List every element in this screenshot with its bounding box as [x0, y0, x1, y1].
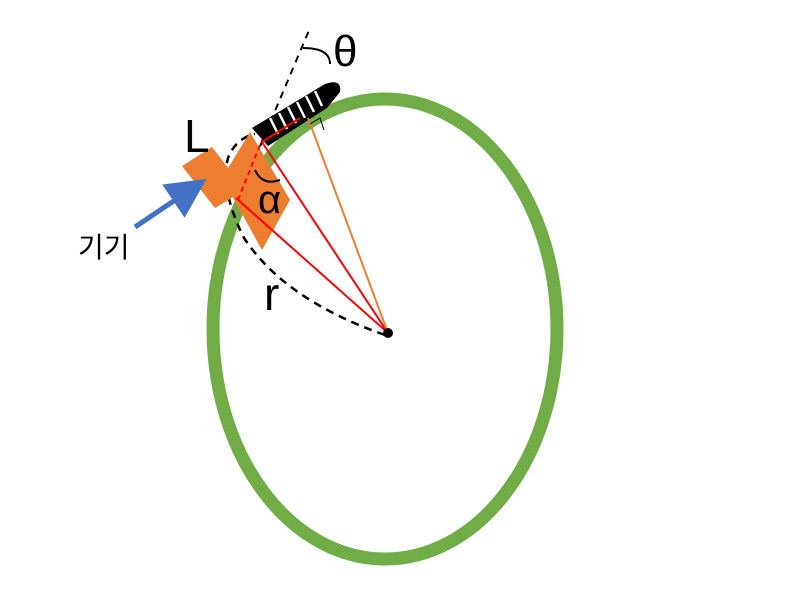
red-dashed-segment: [237, 139, 263, 201]
device-orange-block: [182, 132, 290, 250]
label-theta: θ: [333, 27, 357, 76]
red-line-3: [261, 117, 301, 143]
orange-line: [307, 117, 389, 334]
label-alpha: α: [258, 178, 281, 222]
right-angle-marker: [309, 117, 325, 131]
label-radius: r: [264, 268, 279, 320]
red-line-1: [235, 197, 389, 334]
center-point: [383, 328, 393, 338]
alpha-arc: [254, 169, 281, 183]
label-device: 기기: [78, 232, 130, 263]
label-length: L: [184, 110, 210, 162]
dashed-radius-arc: [224, 132, 386, 337]
red-line-2: [261, 141, 389, 334]
theta-arc: [302, 47, 331, 65]
green-circle: [206, 92, 564, 566]
blue-arrow: [133, 178, 207, 230]
